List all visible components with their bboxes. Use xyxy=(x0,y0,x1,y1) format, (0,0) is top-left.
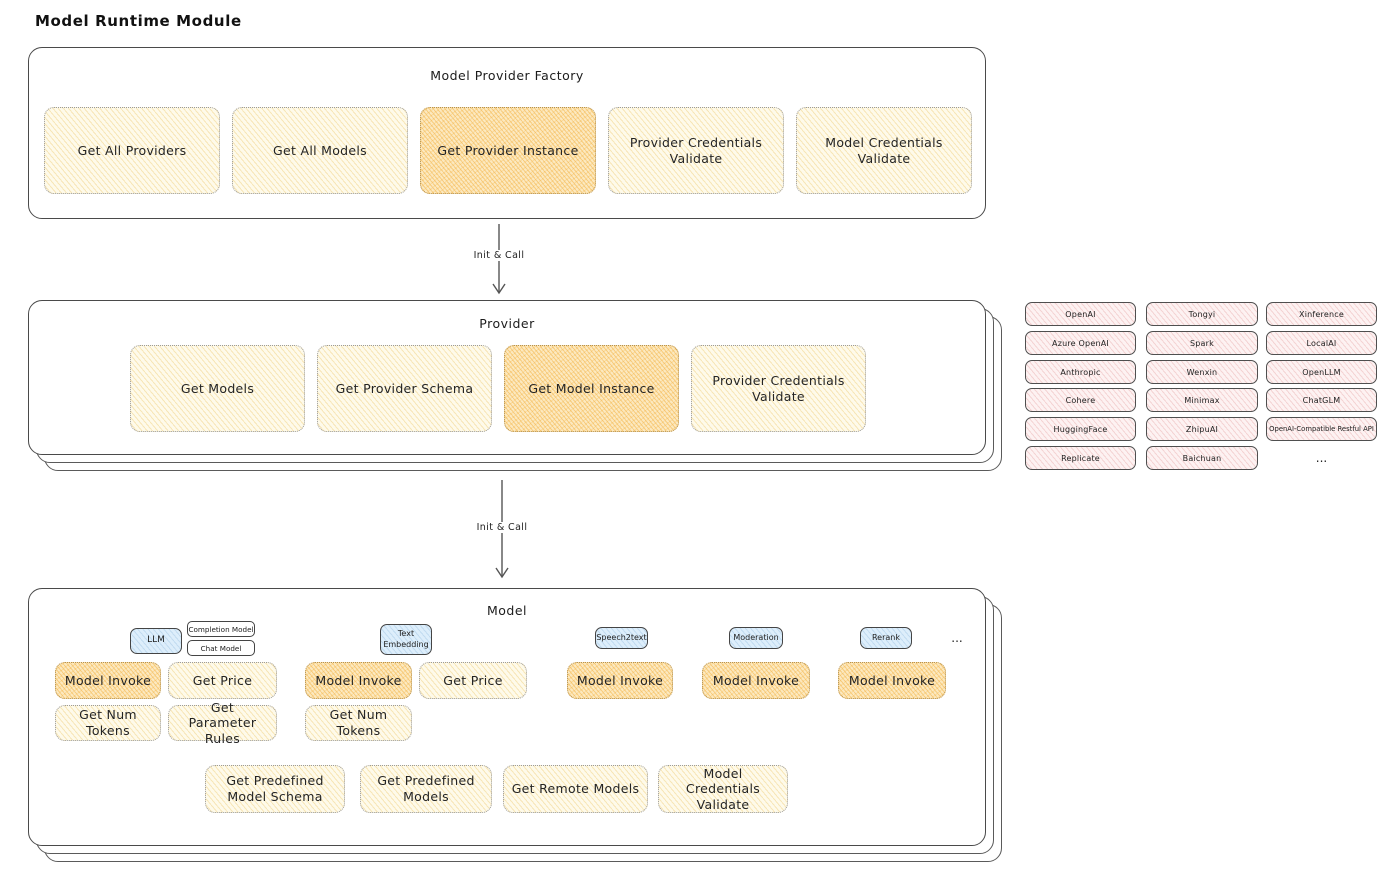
model-title: Model xyxy=(486,603,528,618)
vendor-openai-compatible-restful-api: OpenAI-Compatible Restful API xyxy=(1266,417,1377,441)
speech2text-model-invoke: Model Invoke xyxy=(567,662,673,699)
provider-title: Provider xyxy=(479,316,535,331)
vendor-chatglm: ChatGLM xyxy=(1266,388,1377,412)
llm-get-price: Get Price xyxy=(168,662,277,699)
embedding-get-price: Get Price xyxy=(419,662,527,699)
vendor-more-ellipsis: ... xyxy=(1315,451,1328,465)
provider-item-provider-credentials-validate: Provider Credentials Validate xyxy=(691,345,866,432)
vendor-tongyi: Tongyi xyxy=(1146,302,1258,326)
factory-item-get-provider-instance: Get Provider Instance xyxy=(420,107,596,194)
shared-get-remote-models: Get Remote Models xyxy=(503,765,648,813)
vendor-openllm: OpenLLM xyxy=(1266,360,1377,384)
vendor-baichuan: Baichuan xyxy=(1146,446,1258,470)
vendor-wenxin: Wenxin xyxy=(1146,360,1258,384)
tab-more-ellipsis: ... xyxy=(951,631,963,645)
provider-item-get-model-instance: Get Model Instance xyxy=(504,345,679,432)
init-call-label-1: Init & Call xyxy=(459,250,539,261)
vendor-minimax: Minimax xyxy=(1146,388,1258,412)
provider-item-get-provider-schema: Get Provider Schema xyxy=(317,345,492,432)
llm-get-num-tokens: Get Num Tokens xyxy=(55,705,161,741)
vendor-replicate: Replicate xyxy=(1025,446,1136,470)
vendor-anthropic: Anthropic xyxy=(1025,360,1136,384)
tab-completion-model: Completion Model xyxy=(187,621,255,637)
tab-speech2text: Speech2text xyxy=(595,627,648,649)
factory-item-model-credentials-validate: Model Credentials Validate xyxy=(796,107,972,194)
factory-item-get-all-models: Get All Models xyxy=(232,107,408,194)
init-call-label-2: Init & Call xyxy=(462,522,542,533)
vendor-localai: LocalAI xyxy=(1266,331,1377,355)
factory-item-provider-credentials-validate: Provider Credentials Validate xyxy=(608,107,784,194)
tab-moderation: Moderation xyxy=(729,627,783,649)
tab-llm: LLM xyxy=(130,628,182,654)
shared-get-predefined-model-schema: Get Predefined Model Schema xyxy=(205,765,345,813)
embedding-get-num-tokens: Get Num Tokens xyxy=(305,705,412,741)
embedding-model-invoke: Model Invoke xyxy=(305,662,412,699)
tab-chat-model: Chat Model xyxy=(187,640,255,656)
vendor-xinference: Xinference xyxy=(1266,302,1377,326)
rerank-model-invoke: Model Invoke xyxy=(838,662,946,699)
factory-item-get-all-providers: Get All Providers xyxy=(44,107,220,194)
shared-model-credentials-validate: Model Credentials Validate xyxy=(658,765,788,813)
vendor-azure-openai: Azure OpenAI xyxy=(1025,331,1136,355)
vendor-huggingface: HuggingFace xyxy=(1025,417,1136,441)
provider-item-get-models: Get Models xyxy=(130,345,305,432)
tab-text-embedding: Text Embedding xyxy=(380,624,432,655)
moderation-model-invoke: Model Invoke xyxy=(702,662,810,699)
shared-get-predefined-models: Get Predefined Models xyxy=(360,765,492,813)
llm-get-parameter-rules: Get Parameter Rules xyxy=(168,700,277,746)
llm-model-invoke: Model Invoke xyxy=(55,662,161,699)
vendor-spark: Spark xyxy=(1146,331,1258,355)
vendor-openai: OpenAI xyxy=(1025,302,1136,326)
page-title: Model Runtime Module xyxy=(35,12,242,30)
vendor-zhipuai: ZhipuAI xyxy=(1146,417,1258,441)
tab-rerank: Rerank xyxy=(860,627,912,649)
factory-title: Model Provider Factory xyxy=(430,68,584,83)
vendor-cohere: Cohere xyxy=(1025,388,1136,412)
